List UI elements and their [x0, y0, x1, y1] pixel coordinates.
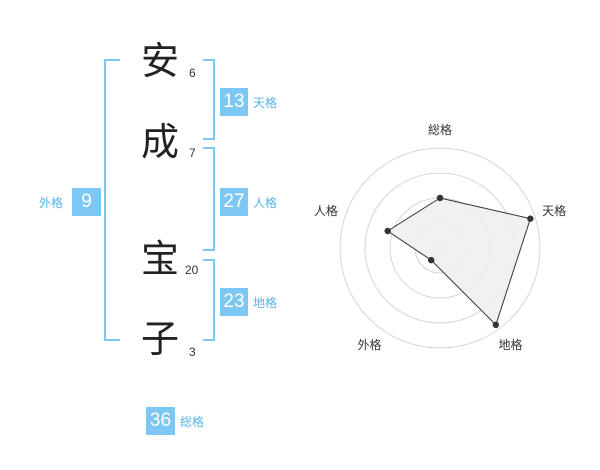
name-char-1: 安 [141, 39, 180, 83]
tenkaku-label: 天格 [253, 96, 278, 110]
radar-point-5 [384, 227, 391, 235]
jinkaku-label: 人格 [253, 196, 278, 210]
name-char-4: 子 [141, 317, 180, 361]
gaikaku-value: 9 [72, 188, 101, 216]
radar-axis-label-5: 人格 [314, 203, 338, 218]
radar-point-1 [436, 194, 444, 202]
radar-axis-label-3: 地格 [499, 337, 523, 352]
tenkaku-bracket [203, 59, 215, 140]
tenkaku-value: 13 [220, 88, 248, 116]
gaikaku-label: 外格 [39, 196, 64, 210]
name-char-3: 宝 [141, 237, 180, 281]
chikaku-bracket [203, 259, 215, 341]
radar-point-2 [527, 215, 534, 222]
gaikaku-bracket [104, 59, 120, 341]
jinkaku-value: 27 [220, 188, 248, 216]
stroke-count-4: 3 [189, 345, 196, 359]
chikaku-value: 23 [220, 288, 248, 316]
radar-points [384, 194, 534, 329]
radar-axis-label-2: 天格 [542, 203, 566, 218]
name-char-2: 成 [141, 120, 180, 164]
soukaku-label: 総格 [180, 415, 205, 429]
stroke-count-3: 20 [185, 263, 199, 277]
stroke-count-1: 6 [189, 66, 196, 80]
stroke-count-2: 7 [189, 146, 196, 160]
radar-area [386, 197, 531, 326]
radar-axis-label-4: 外格 [357, 337, 381, 352]
soukaku-value: 36 [146, 407, 175, 435]
radar-ring [339, 147, 541, 349]
radar-point-3 [492, 321, 500, 329]
radar-point-4 [427, 256, 435, 264]
jinkaku-bracket [203, 147, 215, 251]
radar-axis-label-1: 総格 [428, 122, 452, 137]
chikaku-label: 地格 [253, 296, 278, 310]
